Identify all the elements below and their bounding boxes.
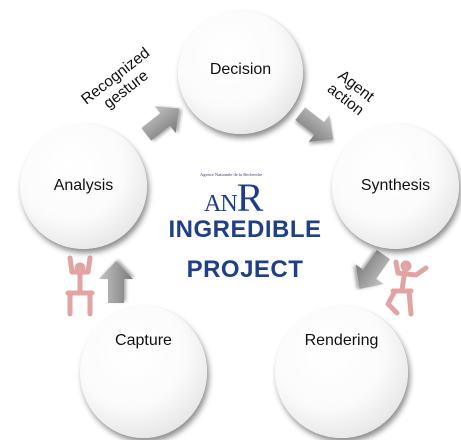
node-decision: Decision [178,11,303,134]
logo-letter-n: N [220,191,237,217]
node-decision-label: Decision [209,61,272,78]
arrow-analysis-to-decision [141,106,180,141]
logo-letter-r: R [236,175,264,220]
project-title-line1: INGREDIBLE [168,216,322,243]
arrow-decision-to-synthesis [295,107,334,142]
node-synthesis: Synthesis [332,124,459,249]
node-synthesis-label: Synthesis [360,177,431,194]
node-analysis-label: Analysis [53,177,114,194]
logo-subtitle: Agence Nationale de la Recherche [200,172,263,177]
skeleton-figure-right-icon [385,259,429,317]
node-capture-label: Capture [115,332,172,349]
node-capture: Capture [80,306,207,438]
project-title-line2: PROJECT [186,256,304,283]
arrow-synthesis-to-rendering [355,250,391,290]
logo-letter-a: A [204,191,221,217]
node-rendering-label: Rendering [304,332,379,349]
arrow-capture-to-analysis [99,261,133,303]
node-analysis: Analysis [20,124,147,249]
anr-logo: ANR [204,174,264,221]
skeleton-figure-left-icon [65,255,95,317]
node-rendering: Rendering [275,306,408,438]
